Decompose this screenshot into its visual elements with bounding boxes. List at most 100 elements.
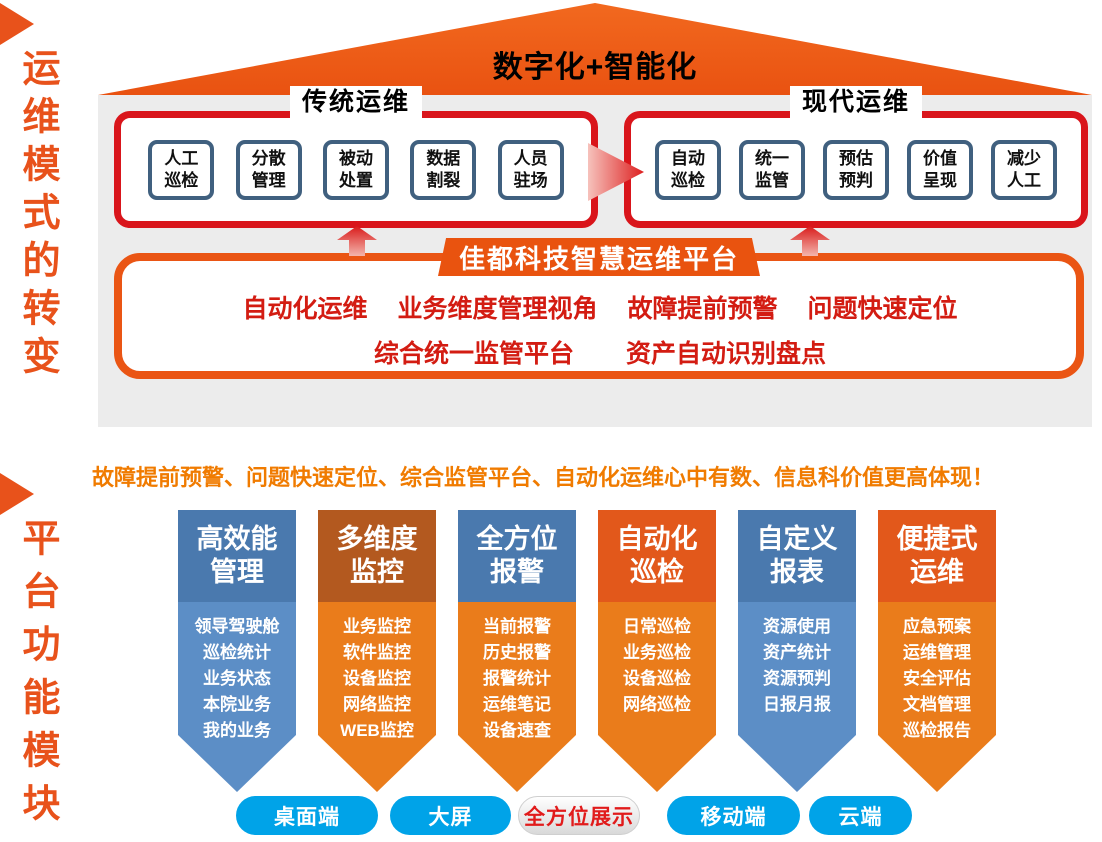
module-item: 巡检报告 bbox=[903, 721, 971, 740]
item-line: 价值 bbox=[923, 149, 957, 169]
module-custom-reports: 自定义 报表 资源使用 资产统计 资源预判 日报月报 bbox=[738, 510, 856, 792]
module-item: 应急预案 bbox=[903, 617, 971, 636]
modern-item-auto-inspection: 自动 巡检 bbox=[655, 139, 721, 200]
module-title-line: 便捷式 bbox=[896, 524, 978, 555]
modern-ops-title: 现代运维 bbox=[789, 86, 923, 118]
bottom-section-side-title: 平台功能模块 bbox=[16, 518, 58, 836]
feature-item: 资产自动识别盘点 bbox=[626, 340, 827, 368]
item-line: 被动 bbox=[338, 149, 373, 169]
module-item: 巡检统计 bbox=[203, 643, 271, 662]
section-marker-arrow-icon bbox=[0, 3, 34, 45]
feature-item: 业务维度管理视角 bbox=[397, 295, 598, 323]
item-line: 割裂 bbox=[426, 170, 461, 190]
item-line: 监管 bbox=[755, 170, 789, 190]
item-line: 统一 bbox=[755, 149, 789, 169]
module-item: 业务巡检 bbox=[623, 643, 691, 662]
feature-item: 问题快速定位 bbox=[807, 295, 958, 323]
module-header: 便捷式 运维 bbox=[878, 510, 996, 602]
module-item: 本院业务 bbox=[203, 695, 271, 714]
item-line: 自动 bbox=[671, 149, 705, 169]
module-item: WEB监控 bbox=[340, 721, 414, 740]
module-body: 应急预案 运维管理 安全评估 文档管理 巡检报告 bbox=[878, 602, 996, 792]
item-line: 人工 bbox=[164, 149, 199, 169]
pill-cloud: 云端 bbox=[809, 796, 912, 835]
module-item: 软件监控 bbox=[343, 643, 411, 662]
module-item: 运维笔记 bbox=[483, 695, 551, 714]
module-title-line: 报表 bbox=[770, 557, 824, 587]
traditional-ops-title: 传统运维 bbox=[289, 86, 423, 118]
module-header: 全方位 报警 bbox=[458, 510, 576, 602]
item-line: 巡检 bbox=[671, 170, 705, 190]
traditional-item-manual-inspection: 人工 巡检 bbox=[148, 139, 215, 200]
traditional-item-passive-handling: 被动 处置 bbox=[322, 139, 389, 200]
item-line: 预估 bbox=[839, 149, 873, 169]
module-all-round-alarm: 全方位 报警 当前报警 历史报警 报警统计 运维笔记 设备速查 bbox=[458, 510, 576, 792]
feature-item: 自动化运维 bbox=[242, 295, 368, 323]
platform-features-row: 自动化运维 业务维度管理视角 故障提前预警 问题快速定位 bbox=[130, 289, 1070, 325]
module-body: 业务监控 软件监控 设备监控 网络监控 WEB监控 bbox=[318, 602, 436, 792]
module-item: 文档管理 bbox=[903, 695, 971, 714]
roof-title: 数字化+智能化 bbox=[492, 51, 698, 84]
transition-arrow-icon bbox=[588, 143, 644, 201]
module-header: 自定义 报表 bbox=[738, 510, 856, 602]
pill-big-screen: 大屏 bbox=[390, 796, 511, 835]
modules-row: 高效能 管理 领导驾驶舱 巡检统计 业务状态 本院业务 我的业务 多维度 监控 … bbox=[178, 510, 996, 792]
module-item: 安全评估 bbox=[903, 669, 971, 688]
item-line: 管理 bbox=[251, 170, 286, 190]
module-item: 设备监控 bbox=[343, 669, 411, 688]
pill-all-round-display: 全方位展示 bbox=[518, 796, 640, 835]
module-body: 领导驾驶舱 巡检统计 业务状态 本院业务 我的业务 bbox=[178, 602, 296, 792]
feature-item: 故障提前预警 bbox=[627, 295, 778, 323]
module-title-line: 自动化 bbox=[616, 524, 698, 555]
module-item: 日常巡检 bbox=[623, 617, 691, 636]
module-header: 自动化 巡检 bbox=[598, 510, 716, 602]
module-item: 报警统计 bbox=[483, 669, 551, 688]
module-header: 多维度 监控 bbox=[318, 510, 436, 602]
item-line: 人工 bbox=[1007, 170, 1041, 190]
module-title-line: 高效能 bbox=[196, 524, 278, 555]
bottom-headline: 故障提前预警、问题快速定位、综合监管平台、自动化运维心中有数、信息科价值更高体现… bbox=[92, 465, 995, 490]
module-title-line: 多维度 bbox=[336, 524, 418, 555]
traditional-item-scattered-management: 分散 管理 bbox=[235, 139, 302, 200]
module-item: 设备巡检 bbox=[623, 669, 691, 688]
module-title-line: 报警 bbox=[490, 557, 544, 587]
module-title-line: 管理 bbox=[210, 557, 264, 587]
modern-ops-box: 自动 巡检 统一 监管 预估 预判 价值 呈现 减少 人工 bbox=[624, 111, 1088, 228]
module-item: 日报月报 bbox=[763, 695, 831, 714]
feature-item: 综合统一监管平台 bbox=[373, 340, 574, 368]
module-item: 资源预判 bbox=[763, 669, 831, 688]
item-line: 呈现 bbox=[923, 170, 957, 190]
module-item: 当前报警 bbox=[483, 617, 551, 636]
modern-item-unified-supervision: 统一 监管 bbox=[739, 139, 805, 200]
traditional-item-onsite-staff: 人员 驻场 bbox=[497, 139, 564, 200]
modern-item-predictive-judgement: 预估 预判 bbox=[823, 139, 889, 200]
module-title-line: 自定义 bbox=[756, 524, 838, 555]
top-section-side-title: 运维模式的转变 bbox=[16, 48, 58, 384]
module-item: 业务状态 bbox=[203, 669, 271, 688]
item-line: 驻场 bbox=[513, 170, 548, 190]
module-item: 历史报警 bbox=[483, 643, 551, 662]
item-line: 预判 bbox=[839, 170, 873, 190]
item-line: 数据 bbox=[426, 149, 461, 169]
item-line: 人员 bbox=[513, 149, 548, 169]
platform-banner-title: 佳都科技智慧运维平台 bbox=[438, 238, 760, 276]
module-title-line: 运维 bbox=[910, 557, 964, 587]
item-line: 减少 bbox=[1007, 149, 1041, 169]
module-automatic-inspection: 自动化 巡检 日常巡检 业务巡检 设备巡检 网络巡检 bbox=[598, 510, 716, 792]
module-title-line: 巡检 bbox=[630, 557, 684, 587]
section-marker-arrow-icon bbox=[0, 473, 34, 515]
modern-item-value-presentation: 价值 呈现 bbox=[907, 139, 973, 200]
module-multi-dimension-monitoring: 多维度 监控 业务监控 软件监控 设备监控 网络监控 WEB监控 bbox=[318, 510, 436, 792]
item-line: 巡检 bbox=[164, 170, 199, 190]
module-body: 当前报警 历史报警 报警统计 运维笔记 设备速查 bbox=[458, 602, 576, 792]
item-line: 分散 bbox=[251, 149, 286, 169]
module-item: 领导驾驶舱 bbox=[194, 617, 280, 636]
module-item: 运维管理 bbox=[903, 643, 971, 662]
module-item: 网络巡检 bbox=[623, 695, 691, 714]
module-high-efficiency-management: 高效能 管理 领导驾驶舱 巡检统计 业务状态 本院业务 我的业务 bbox=[178, 510, 296, 792]
traditional-item-data-silos: 数据 割裂 bbox=[410, 139, 477, 200]
module-header: 高效能 管理 bbox=[178, 510, 296, 602]
module-title-line: 监控 bbox=[350, 557, 404, 587]
traditional-ops-box: 人工 巡检 分散 管理 被动 处置 数据 割裂 人员 驻场 bbox=[114, 111, 598, 228]
